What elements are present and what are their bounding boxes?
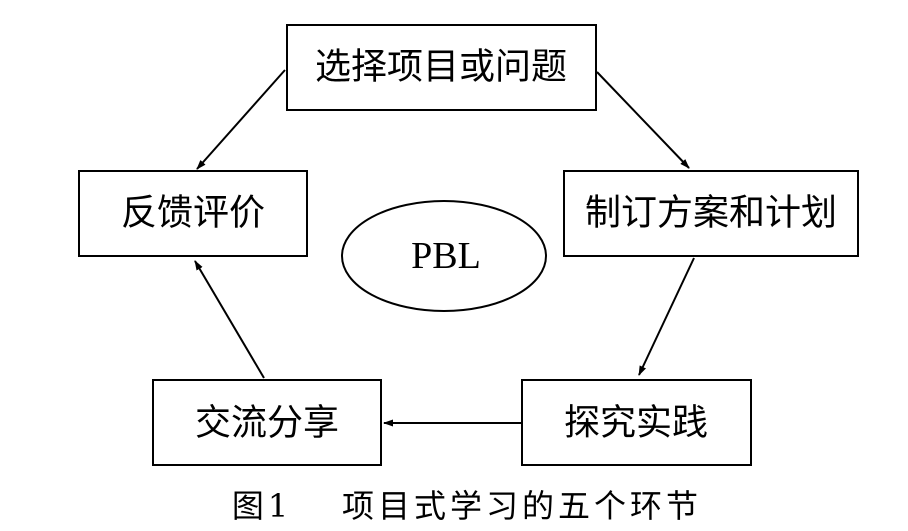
node-feedback: 反馈评价	[78, 170, 308, 257]
edge-share-to-feedback	[194, 260, 265, 379]
node-select-project-label: 选择项目或问题	[315, 47, 567, 88]
center-pbl-label: PBL	[411, 235, 481, 277]
caption-text: 项目式学习的五个环节	[342, 487, 702, 525]
node-select-project: 选择项目或问题	[286, 24, 597, 111]
center-pbl: PBL	[341, 200, 547, 312]
edge-select-to-plan	[596, 71, 690, 169]
figure-caption: 图1 项目式学习的五个环节	[232, 487, 702, 525]
node-share: 交流分享	[152, 379, 382, 466]
edge-plan-to-explore	[638, 257, 695, 376]
node-plan: 制订方案和计划	[563, 170, 859, 257]
caption-number: 图1	[232, 487, 292, 525]
edges	[194, 69, 695, 427]
node-share-label: 交流分享	[195, 403, 339, 444]
node-feedback-label: 反馈评价	[121, 193, 265, 234]
node-plan-label: 制订方案和计划	[585, 193, 837, 234]
node-explore: 探究实践	[521, 379, 752, 466]
edge-select-to-feedback	[196, 69, 286, 170]
node-explore-label: 探究实践	[564, 403, 708, 444]
